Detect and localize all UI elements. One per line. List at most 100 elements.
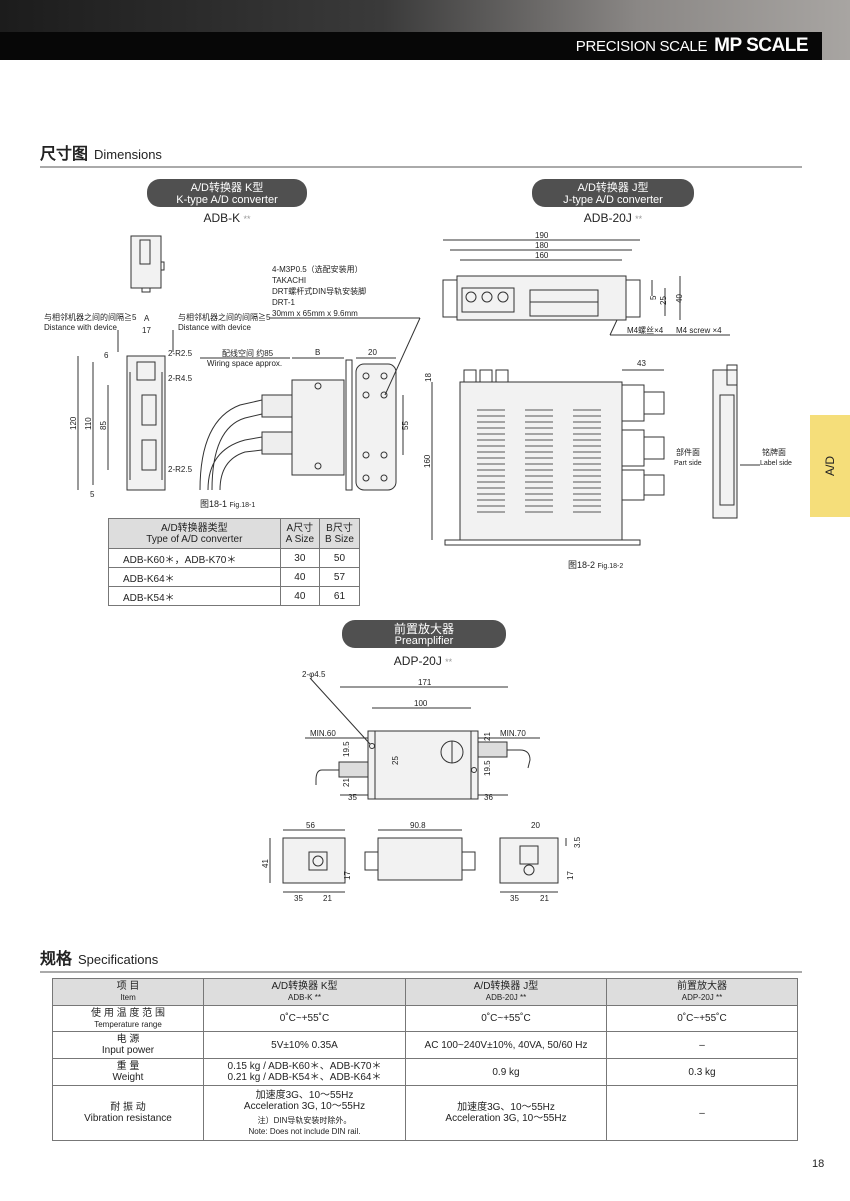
- p-min70: MIN.70: [500, 729, 526, 738]
- k-dim-55: 55: [401, 421, 410, 430]
- p-dim-35: 35: [348, 793, 357, 802]
- j-model: ADB-20J **: [563, 211, 663, 225]
- specs-title-en: Specifications: [78, 952, 159, 967]
- spec-k-note-en: Note: Does not include DIN rail.: [248, 1126, 361, 1136]
- specifications-heading: 规格 Specifications: [40, 945, 802, 973]
- hdr-en: A Size: [285, 533, 315, 545]
- cell-b: 50: [318, 548, 361, 568]
- j-screw-cn: M4螺丝×4: [627, 325, 664, 335]
- spec-p: –: [606, 1085, 798, 1141]
- j-part-en: Part side: [674, 460, 702, 467]
- p-dim-21b: 21: [342, 778, 351, 787]
- spec-j: 0˚C~+55˚C: [405, 1005, 607, 1032]
- p-hole: 2-φ4.5: [302, 670, 326, 679]
- k-gap-left-en: Distance with device: [44, 323, 117, 332]
- p-dim-100: 100: [414, 699, 428, 708]
- item-cn: 耐 振 动: [110, 1102, 146, 1113]
- item-en: Input power: [101, 1045, 155, 1056]
- hdr-cn: 项 目: [116, 981, 140, 992]
- j-dim-43: 43: [637, 359, 646, 368]
- spec-p: –: [606, 1031, 798, 1059]
- j-front-view: [431, 369, 665, 546]
- p-c17: 17: [566, 871, 575, 880]
- p-b90-8: 90.8: [410, 821, 426, 830]
- k-rail-label-4: 30mm x 65mm x 9.6mm: [272, 309, 358, 318]
- item-cn: 电 源: [116, 1034, 140, 1045]
- cell-b: 57: [318, 567, 361, 587]
- k-rail-label-3: DRT-1: [272, 298, 296, 307]
- spec-j: 0.9 kg: [405, 1058, 607, 1086]
- k-fig-caption: 图18-1 Fig.18-1: [200, 499, 255, 509]
- p-c21: 21: [540, 894, 549, 903]
- cell-a: 30: [279, 548, 320, 568]
- p-c3-5: 3.5: [573, 836, 582, 848]
- spec-k: 5V±10% 0.35A: [203, 1031, 406, 1059]
- section-tab-label: A/D: [822, 455, 837, 477]
- spec-k-line1: 0.15 kg / ADB-K60＊、ADB-K70＊: [227, 1061, 382, 1072]
- k-top-view: [130, 235, 165, 293]
- header-bar: PRECISION SCALE MP SCALE: [0, 32, 822, 60]
- hdr-en: ADB-20J **: [485, 993, 527, 1002]
- cell-a: 40: [279, 567, 320, 587]
- hdr-cn: B尺寸: [326, 522, 353, 534]
- k-model-name: ADB-K: [203, 211, 241, 225]
- k-type-pill: A/D转换器 K型 K-type A/D converter: [147, 179, 307, 207]
- hdr-en: Item: [120, 993, 136, 1002]
- hdr-cn: 前置放大器: [677, 981, 727, 992]
- item-cn: 重 量: [116, 1061, 140, 1072]
- j-side-view: [712, 364, 760, 519]
- j-label-en: Label side: [760, 460, 792, 467]
- p-b17: 17: [343, 871, 352, 880]
- spec-p: 0.3 kg: [606, 1058, 798, 1086]
- p-b21: 21: [323, 894, 332, 903]
- dimensions-title-cn: 尺寸图: [40, 146, 89, 163]
- spec-j: AC 100~240V±10%, 40VA, 50/60 Hz: [405, 1031, 607, 1059]
- k-wire-en: Wiring space approx.: [207, 359, 282, 368]
- j-dim-160: 160: [535, 251, 549, 260]
- j-type-pill: A/D转换器 J型 J-type A/D converter: [532, 179, 694, 207]
- spec-p: 0˚C~+55˚C: [606, 1005, 798, 1032]
- spec-k: 0.15 kg / ADB-K60＊、ADB-K70＊0.21 kg / ADB…: [203, 1058, 406, 1086]
- j-dim-18: 18: [424, 373, 433, 382]
- k-dim-a: A: [144, 314, 150, 323]
- spec-k-line2: Acceleration 3G, 10～55Hz: [243, 1100, 366, 1112]
- hdr-en: ADP-20J **: [681, 993, 723, 1002]
- j-dim-180: 180: [535, 241, 549, 250]
- spec-k: 0˚C~+55˚C: [203, 1005, 406, 1032]
- preamp-model-name: ADP-20J: [393, 654, 442, 668]
- k-rail-label-1: TAKACHI: [272, 276, 306, 285]
- k-dim-110: 110: [84, 417, 93, 430]
- k-r3: 2-R2.5: [168, 465, 193, 474]
- cell-type: ADB-K54＊: [108, 586, 281, 606]
- k-front-view: [77, 330, 174, 491]
- k-model-suffix: **: [243, 214, 251, 224]
- technical-drawings: 4-M3P0.5（选配安装用） TAKACHI DRT螺杆式DIN导轨安装脚 D…: [44, 231, 792, 903]
- hdr-cn: A/D转换器 K型: [271, 981, 338, 992]
- spec-k-note-cn: 注）DIN导轨安装时除外。: [257, 1115, 352, 1125]
- header-subtitle: PRECISION SCALE: [575, 37, 708, 55]
- dimensions-heading: 尺寸图 Dimensions: [40, 140, 802, 168]
- preamp-top-view: [305, 677, 540, 800]
- j-fig-en: Fig.18-2: [598, 563, 624, 570]
- k-dim-5: 5: [90, 490, 95, 499]
- k-fig-cn: 图18-1: [200, 499, 227, 509]
- p-b35: 35: [294, 894, 303, 903]
- cell-b: 61: [318, 586, 361, 606]
